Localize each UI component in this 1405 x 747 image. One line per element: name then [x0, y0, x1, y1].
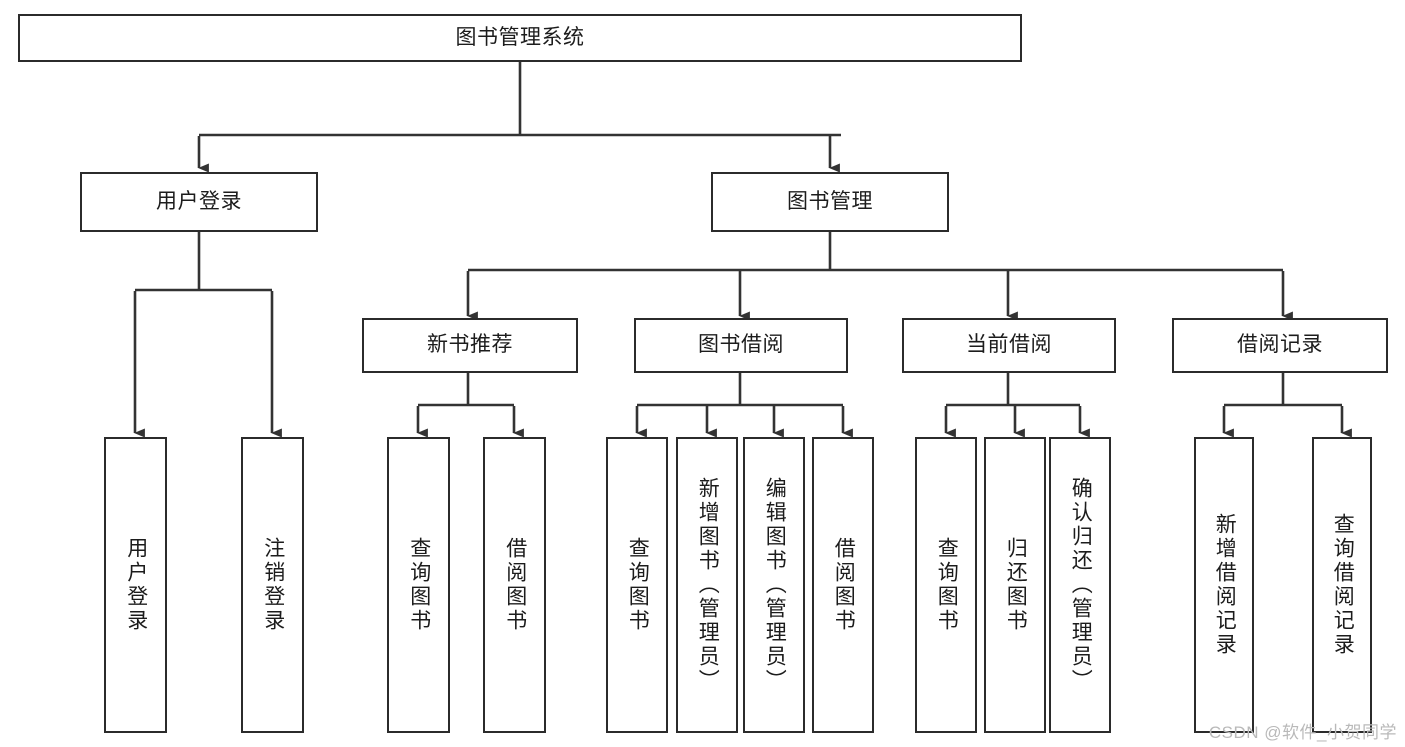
- node-book-manage[interactable]: 图书管理: [711, 172, 949, 232]
- node-user-login-label: 用户登录: [156, 189, 242, 213]
- node-root-label: 图书管理系统: [455, 25, 585, 49]
- node-leaf-add-record-label: 新增借阅记录: [1213, 513, 1237, 657]
- node-leaf-edit-book[interactable]: 编辑图书（管理员）: [743, 437, 805, 733]
- node-leaf-user-login[interactable]: 用户登录: [104, 437, 167, 733]
- node-leaf-query-book-1[interactable]: 查询图书: [387, 437, 450, 733]
- watermark-text: CSDN @软件_小贺同学: [1208, 723, 1397, 742]
- node-leaf-query-record-label: 查询借阅记录: [1331, 513, 1355, 657]
- node-leaf-query-record[interactable]: 查询借阅记录: [1312, 437, 1372, 733]
- node-root[interactable]: 图书管理系统: [18, 14, 1022, 62]
- node-book-manage-label: 图书管理: [787, 189, 873, 213]
- node-current-borrow-label: 当前借阅: [966, 333, 1052, 357]
- node-new-book-recommend[interactable]: 新书推荐: [362, 318, 578, 373]
- node-leaf-add-record[interactable]: 新增借阅记录: [1194, 437, 1254, 733]
- node-leaf-confirm-return[interactable]: 确认归还（管理员）: [1049, 437, 1111, 733]
- node-leaf-borrow-book-1[interactable]: 借阅图书: [483, 437, 546, 733]
- node-user-login[interactable]: 用户登录: [80, 172, 318, 232]
- node-leaf-borrow-book-2[interactable]: 借阅图书: [812, 437, 874, 733]
- node-borrow-record-label: 借阅记录: [1237, 333, 1323, 357]
- node-leaf-query-book-1-label: 查询图书: [407, 537, 431, 633]
- node-leaf-user-login-label: 用户登录: [124, 537, 148, 633]
- node-leaf-logout-login-label: 注销登录: [261, 537, 285, 633]
- node-leaf-query-book-2-label: 查询图书: [626, 537, 650, 633]
- node-new-book-recommend-label: 新书推荐: [427, 333, 513, 357]
- node-leaf-borrow-book-2-label: 借阅图书: [832, 537, 856, 633]
- node-leaf-confirm-return-label: 确认归还（管理员）: [1069, 477, 1093, 693]
- node-current-borrow[interactable]: 当前借阅: [902, 318, 1116, 373]
- node-leaf-edit-book-label: 编辑图书（管理员）: [763, 477, 787, 693]
- node-borrow-record[interactable]: 借阅记录: [1172, 318, 1388, 373]
- node-leaf-borrow-book-1-label: 借阅图书: [503, 537, 527, 633]
- node-leaf-query-book-2[interactable]: 查询图书: [606, 437, 668, 733]
- node-leaf-query-book-3[interactable]: 查询图书: [915, 437, 977, 733]
- node-leaf-add-book[interactable]: 新增图书（管理员）: [676, 437, 738, 733]
- node-leaf-return-book[interactable]: 归还图书: [984, 437, 1046, 733]
- node-leaf-logout-login[interactable]: 注销登录: [241, 437, 304, 733]
- node-leaf-query-book-3-label: 查询图书: [935, 537, 959, 633]
- node-leaf-return-book-label: 归还图书: [1004, 537, 1028, 633]
- node-leaf-add-book-label: 新增图书（管理员）: [696, 477, 720, 693]
- node-book-borrow[interactable]: 图书借阅: [634, 318, 848, 373]
- node-book-borrow-label: 图书借阅: [698, 333, 784, 357]
